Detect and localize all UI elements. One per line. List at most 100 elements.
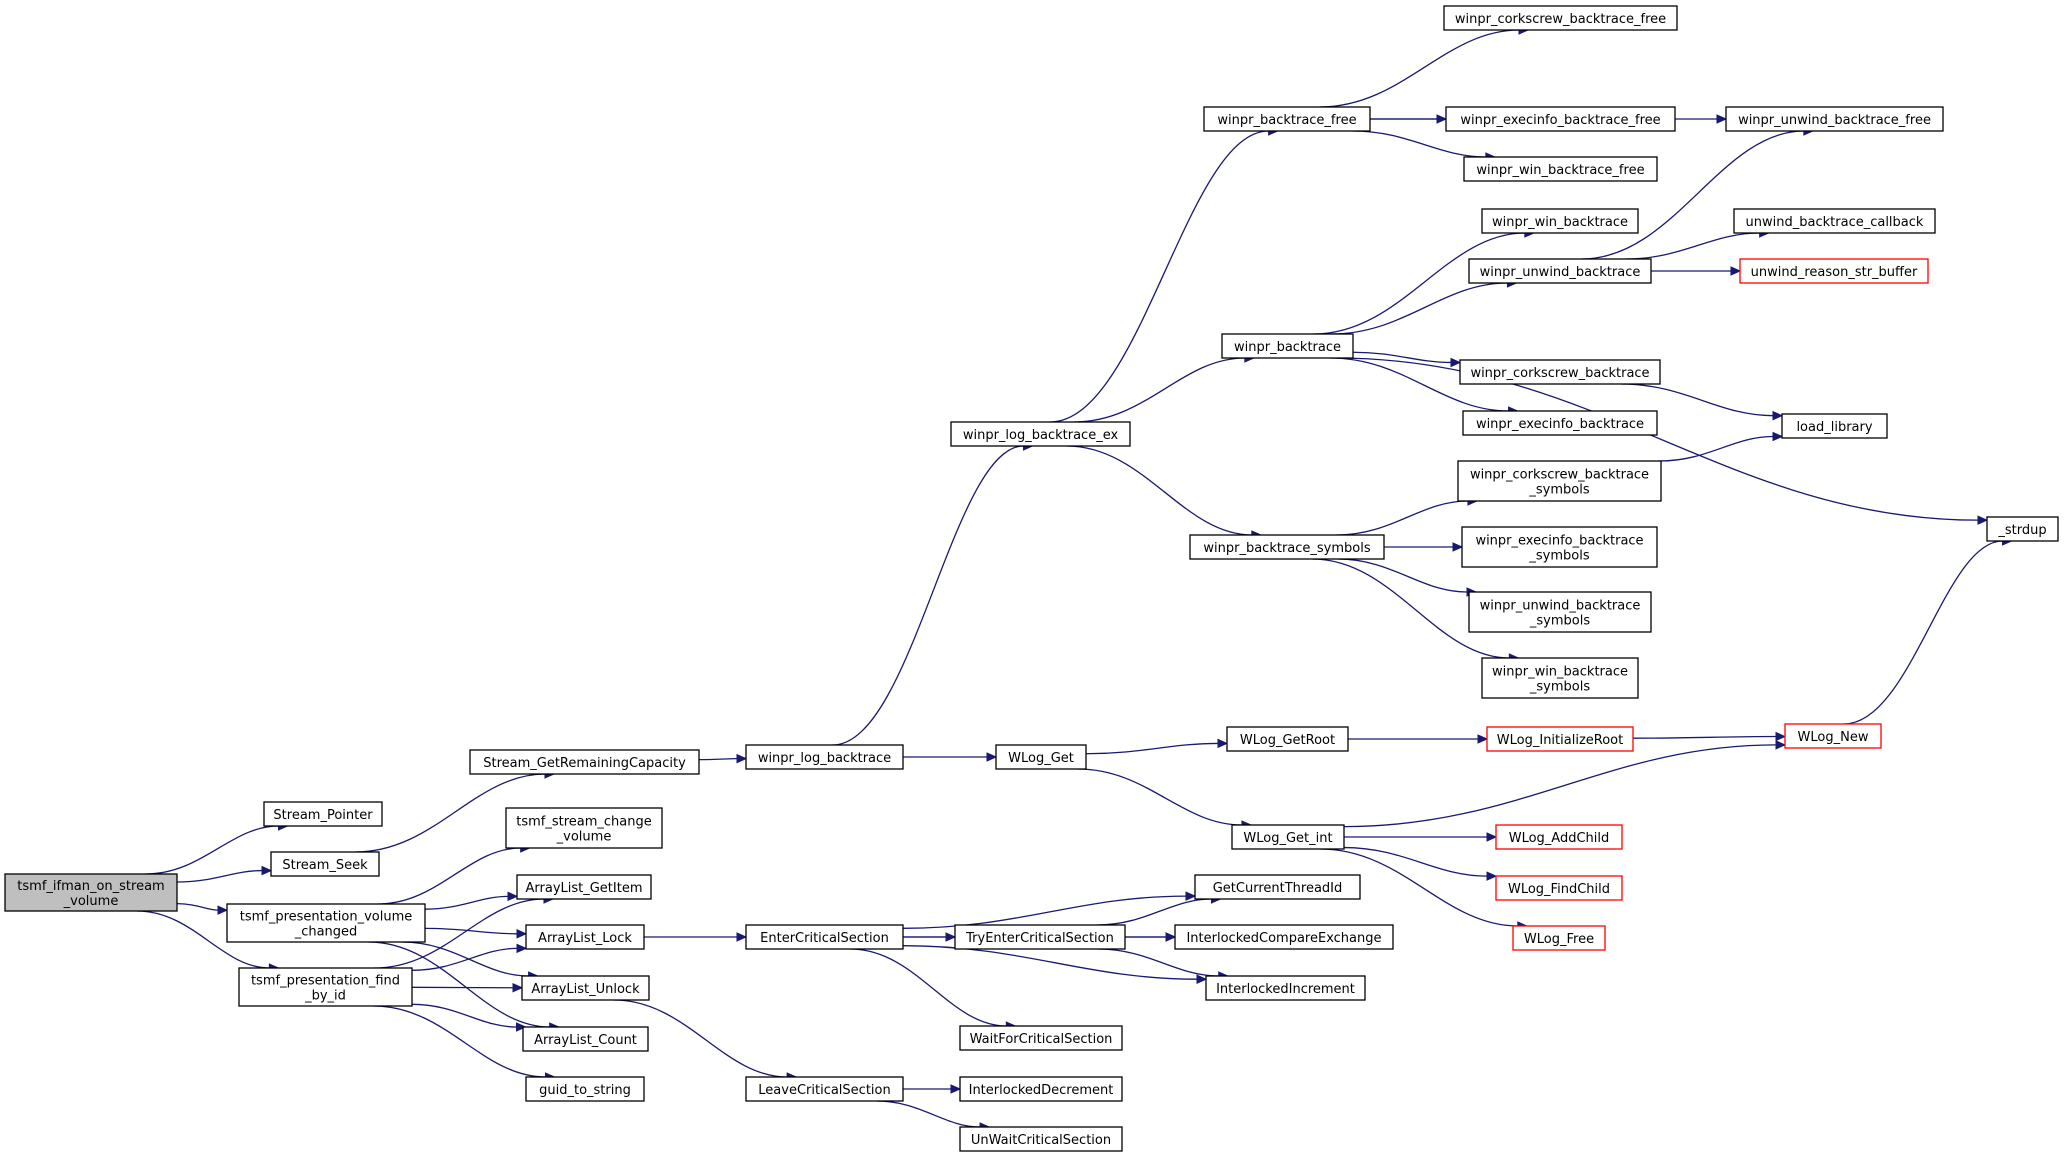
node-box[interactable] [226, 903, 426, 943]
node-box[interactable] [1481, 208, 1639, 234]
node-wlog-get[interactable]: WLog_Get [995, 744, 1087, 770]
node-box[interactable] [995, 744, 1087, 770]
node-log-backtrace-ex[interactable]: winpr_log_backtrace_ex [950, 421, 1131, 447]
node-box[interactable] [1733, 208, 1936, 234]
node-arraylist-getitem[interactable]: ArrayList_GetItem [516, 874, 652, 900]
node-box[interactable] [745, 1076, 904, 1102]
node-enter-cs[interactable]: EnterCriticalSection [745, 924, 904, 950]
node-box[interactable] [1226, 726, 1349, 752]
node-box[interactable] [1174, 924, 1394, 950]
node-stream-seek[interactable]: Stream_Seek [270, 851, 380, 877]
node-box[interactable] [516, 874, 652, 900]
node-box[interactable] [469, 749, 700, 775]
node-box[interactable] [1205, 975, 1366, 1001]
node-execinfo-bt-free[interactable]: winpr_execinfo_backtrace_free [1445, 106, 1676, 132]
node-box[interactable] [238, 967, 413, 1007]
node-box[interactable] [1495, 824, 1623, 850]
node-box[interactable] [950, 421, 1131, 447]
node-stream-change-volume[interactable]: tsmf_stream_change_volume [505, 807, 663, 849]
node-box[interactable] [1739, 258, 1929, 284]
node-wlog-new[interactable]: WLog_New [1784, 723, 1882, 749]
node-wlog-getroot[interactable]: WLog_GetRoot [1226, 726, 1349, 752]
node-corkscrew-bt-free[interactable]: winpr_corkscrew_backtrace_free [1443, 5, 1678, 31]
node-box[interactable] [1443, 5, 1678, 31]
node-box[interactable] [270, 851, 380, 877]
node-box[interactable] [1461, 526, 1658, 568]
node-win-bt-free[interactable]: winpr_win_backtrace_free [1463, 156, 1658, 182]
node-wlog-initializeroot[interactable]: WLog_InitializeRoot [1486, 726, 1634, 752]
node-interlocked-decrement[interactable]: InterlockedDecrement [959, 1076, 1123, 1102]
node-load-library[interactable]: load_library [1781, 413, 1888, 439]
node-box[interactable] [1231, 824, 1345, 850]
node-box[interactable] [1189, 534, 1385, 560]
node-unwind-bt[interactable]: winpr_unwind_backtrace [1468, 258, 1652, 284]
node-box[interactable] [1221, 333, 1354, 359]
node-box[interactable] [1463, 156, 1658, 182]
node-wlog-get-int[interactable]: WLog_Get_int [1231, 824, 1345, 850]
node-box[interactable] [4, 873, 178, 912]
node-box[interactable] [745, 744, 904, 770]
node-box[interactable] [954, 924, 1126, 950]
node-unwait-cs[interactable]: UnWaitCriticalSection [959, 1126, 1123, 1152]
node-stream-pointer[interactable]: Stream_Pointer [263, 801, 383, 827]
node-box[interactable] [1459, 359, 1661, 385]
node-arraylist-unlock[interactable]: ArrayList_Unlock [521, 975, 650, 1001]
node-wlog-findchild[interactable]: WLog_FindChild [1495, 875, 1623, 901]
node-interlocked-increment[interactable]: InterlockedIncrement [1205, 975, 1366, 1001]
node-guid-to-string[interactable]: guid_to_string [525, 1076, 645, 1102]
node-box[interactable] [1468, 591, 1652, 633]
node-root[interactable]: tsmf_ifman_on_stream_volume [4, 873, 178, 912]
node-leave-cs[interactable]: LeaveCriticalSection [745, 1076, 904, 1102]
node-box[interactable] [1468, 258, 1652, 284]
node-wait-cs[interactable]: WaitForCriticalSection [959, 1025, 1123, 1051]
node-box[interactable] [1486, 726, 1634, 752]
node-box[interactable] [1445, 106, 1676, 132]
node-pres-volume-changed[interactable]: tsmf_presentation_volume_changed [226, 903, 426, 943]
node-arraylist-count[interactable]: ArrayList_Count [522, 1026, 649, 1052]
node-wlog-free[interactable]: WLog_Free [1512, 925, 1606, 951]
node-box[interactable] [1512, 925, 1606, 951]
node-box[interactable] [1194, 874, 1361, 900]
node-unwind-reason-str[interactable]: unwind_reason_str_buffer [1739, 258, 1929, 284]
node-get-current-thread-id[interactable]: GetCurrentThreadId [1194, 874, 1361, 900]
node-backtrace-free[interactable]: winpr_backtrace_free [1203, 106, 1371, 132]
node-box[interactable] [1781, 413, 1888, 439]
node-try-enter-cs[interactable]: TryEnterCriticalSection [954, 924, 1126, 950]
node-corkscrew-bt-symbols[interactable]: winpr_corkscrew_backtrace_symbols [1457, 460, 1662, 502]
node-box[interactable] [959, 1076, 1123, 1102]
node-box[interactable] [522, 1026, 649, 1052]
node-execinfo-bt-symbols[interactable]: winpr_execinfo_backtrace_symbols [1461, 526, 1658, 568]
node-unwind-bt-free[interactable]: winpr_unwind_backtrace_free [1725, 106, 1944, 132]
node-unwind-bt-callback[interactable]: unwind_backtrace_callback [1733, 208, 1936, 234]
node-backtrace[interactable]: winpr_backtrace [1221, 333, 1354, 359]
node-box[interactable] [525, 924, 645, 950]
node-arraylist-lock[interactable]: ArrayList_Lock [525, 924, 645, 950]
node-interlocked-cmpxchg[interactable]: InterlockedCompareExchange [1174, 924, 1394, 950]
node-box[interactable] [505, 807, 663, 849]
node-box[interactable] [1495, 875, 1623, 901]
node-box[interactable] [1784, 723, 1882, 749]
node-box[interactable] [959, 1025, 1123, 1051]
node-box[interactable] [263, 801, 383, 827]
node-corkscrew-bt[interactable]: winpr_corkscrew_backtrace [1459, 359, 1661, 385]
node-pres-find-by-id[interactable]: tsmf_presentation_find_by_id [238, 967, 413, 1007]
node-unwind-bt-symbols[interactable]: winpr_unwind_backtrace_symbols [1468, 591, 1652, 633]
node-stream-get-remaining[interactable]: Stream_GetRemainingCapacity [469, 749, 700, 775]
node-box[interactable] [745, 924, 904, 950]
node-box[interactable] [521, 975, 650, 1001]
node-box[interactable] [1986, 516, 2059, 542]
node-log-backtrace[interactable]: winpr_log_backtrace [745, 744, 904, 770]
node-win-bt[interactable]: winpr_win_backtrace [1481, 208, 1639, 234]
node-backtrace-symbols[interactable]: winpr_backtrace_symbols [1189, 534, 1385, 560]
node-box[interactable] [1481, 657, 1639, 699]
node-box[interactable] [959, 1126, 1123, 1152]
node-wlog-addchild[interactable]: WLog_AddChild [1495, 824, 1623, 850]
node-box[interactable] [1203, 106, 1371, 132]
node-execinfo-bt[interactable]: winpr_execinfo_backtrace [1462, 410, 1658, 436]
node-box[interactable] [525, 1076, 645, 1102]
node-box[interactable] [1462, 410, 1658, 436]
node-win-bt-symbols[interactable]: winpr_win_backtrace_symbols [1481, 657, 1639, 699]
node-strdup[interactable]: _strdup [1986, 516, 2059, 542]
node-box[interactable] [1457, 460, 1662, 502]
node-box[interactable] [1725, 106, 1944, 132]
